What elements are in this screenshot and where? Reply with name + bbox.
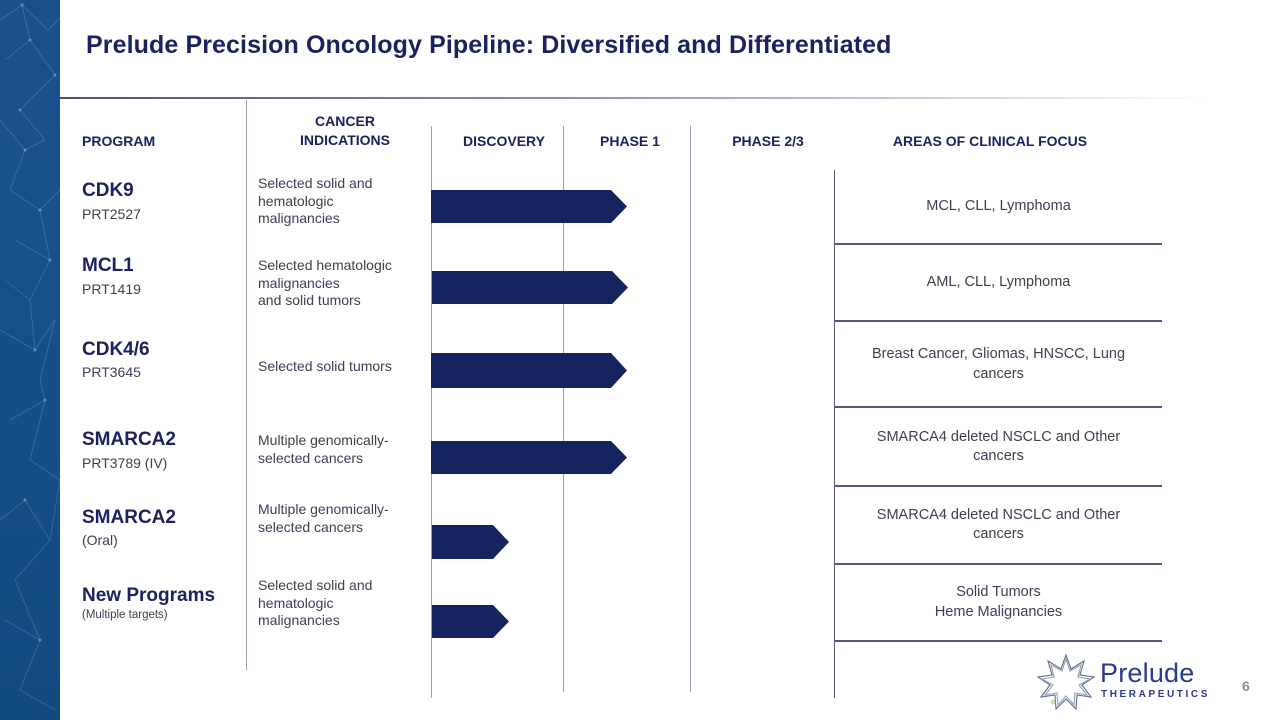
program-name: SMARCA2 xyxy=(82,429,176,450)
column-divider-program xyxy=(246,100,247,670)
program-name: SMARCA2 xyxy=(82,507,176,528)
program-code: PRT2527 xyxy=(82,206,141,222)
cancer-indication: Selected solid and hematologic malignanc… xyxy=(258,175,373,226)
logo-wordmark: Prelude xyxy=(1100,658,1195,688)
clinical-focus-cell: Solid Tumors Heme Malignancies xyxy=(934,584,1063,620)
column-divider-phase1 xyxy=(690,126,691,692)
header-areas-of-clinical-focus: AREAS OF CLINICAL FOCUS xyxy=(892,133,1088,149)
clinical-focus-cell: MCL, CLL, Lymphoma xyxy=(926,198,1071,215)
row-divider xyxy=(835,406,1162,408)
header-cancer-indications-line2: INDICATIONS xyxy=(300,132,390,148)
header-phase1: PHASE 1 xyxy=(600,133,660,149)
program-name: CDK4/6 xyxy=(82,339,150,360)
program-code: (Multiple targets) xyxy=(82,609,168,621)
program-name: MCL1 xyxy=(82,255,134,276)
row-divider xyxy=(835,640,1162,642)
stage-arrow-phase1 xyxy=(432,271,628,304)
row-divider xyxy=(835,320,1162,322)
decorative-side-band xyxy=(0,0,60,720)
header-program: PROGRAM xyxy=(82,133,156,149)
stage-arrow-discovery xyxy=(432,605,509,638)
program-code: (Oral) xyxy=(82,532,118,548)
stage-arrow-discovery xyxy=(432,525,509,559)
program-code: PRT3789 (IV) xyxy=(82,455,168,471)
row-divider xyxy=(835,485,1162,487)
stage-arrow-phase1 xyxy=(431,353,627,388)
clinical-focus-cell: Breast Cancer, Gliomas, HNSCC, Lung canc… xyxy=(871,346,1126,382)
cancer-indication: Multiple genomically- selected cancers xyxy=(258,501,389,535)
network-pattern-icon xyxy=(0,3,60,711)
page-number: 6 xyxy=(1242,678,1250,694)
row-divider xyxy=(835,563,1162,565)
stage-arrow-phase1 xyxy=(431,441,627,474)
cancer-indication: Selected hematologic malignancies and so… xyxy=(258,257,392,308)
header-discovery: DISCOVERY xyxy=(463,133,545,149)
cancer-indication: Selected solid tumors xyxy=(258,358,392,374)
column-divider-discovery xyxy=(563,126,564,692)
column-divider-indications xyxy=(431,126,432,698)
clinical-focus-cell: SMARCA4 deleted NSCLC and Other cancers xyxy=(876,506,1121,543)
header-cancer-indications-line1: CANCER xyxy=(315,113,375,129)
cancer-indication: Multiple genomically- selected cancers xyxy=(258,432,389,466)
program-code: PRT1419 xyxy=(82,281,141,297)
header-cancer-indications: CANCER INDICATIONS xyxy=(270,112,420,150)
clinical-focus-cell: SMARCA4 deleted NSCLC and Other cancers xyxy=(876,428,1121,465)
title-divider xyxy=(60,97,1210,99)
row-divider xyxy=(835,243,1162,245)
program-code: PRT3645 xyxy=(82,364,141,380)
program-name: CDK9 xyxy=(82,180,134,201)
program-name: New Programs xyxy=(82,585,216,606)
logo-subtitle: THERAPEUTICS xyxy=(1101,689,1210,700)
column-divider-phase23 xyxy=(834,170,835,698)
cancer-indication: Selected solid and hematologic malignanc… xyxy=(258,577,373,628)
prelude-logo-mark-icon xyxy=(1036,652,1096,717)
stage-arrow-phase1 xyxy=(431,190,627,223)
clinical-focus-cell: AML, CLL, Lymphoma xyxy=(926,274,1071,291)
header-phase23: PHASE 2/3 xyxy=(732,133,804,149)
slide-title: Prelude Precision Oncology Pipeline: Div… xyxy=(86,31,892,59)
